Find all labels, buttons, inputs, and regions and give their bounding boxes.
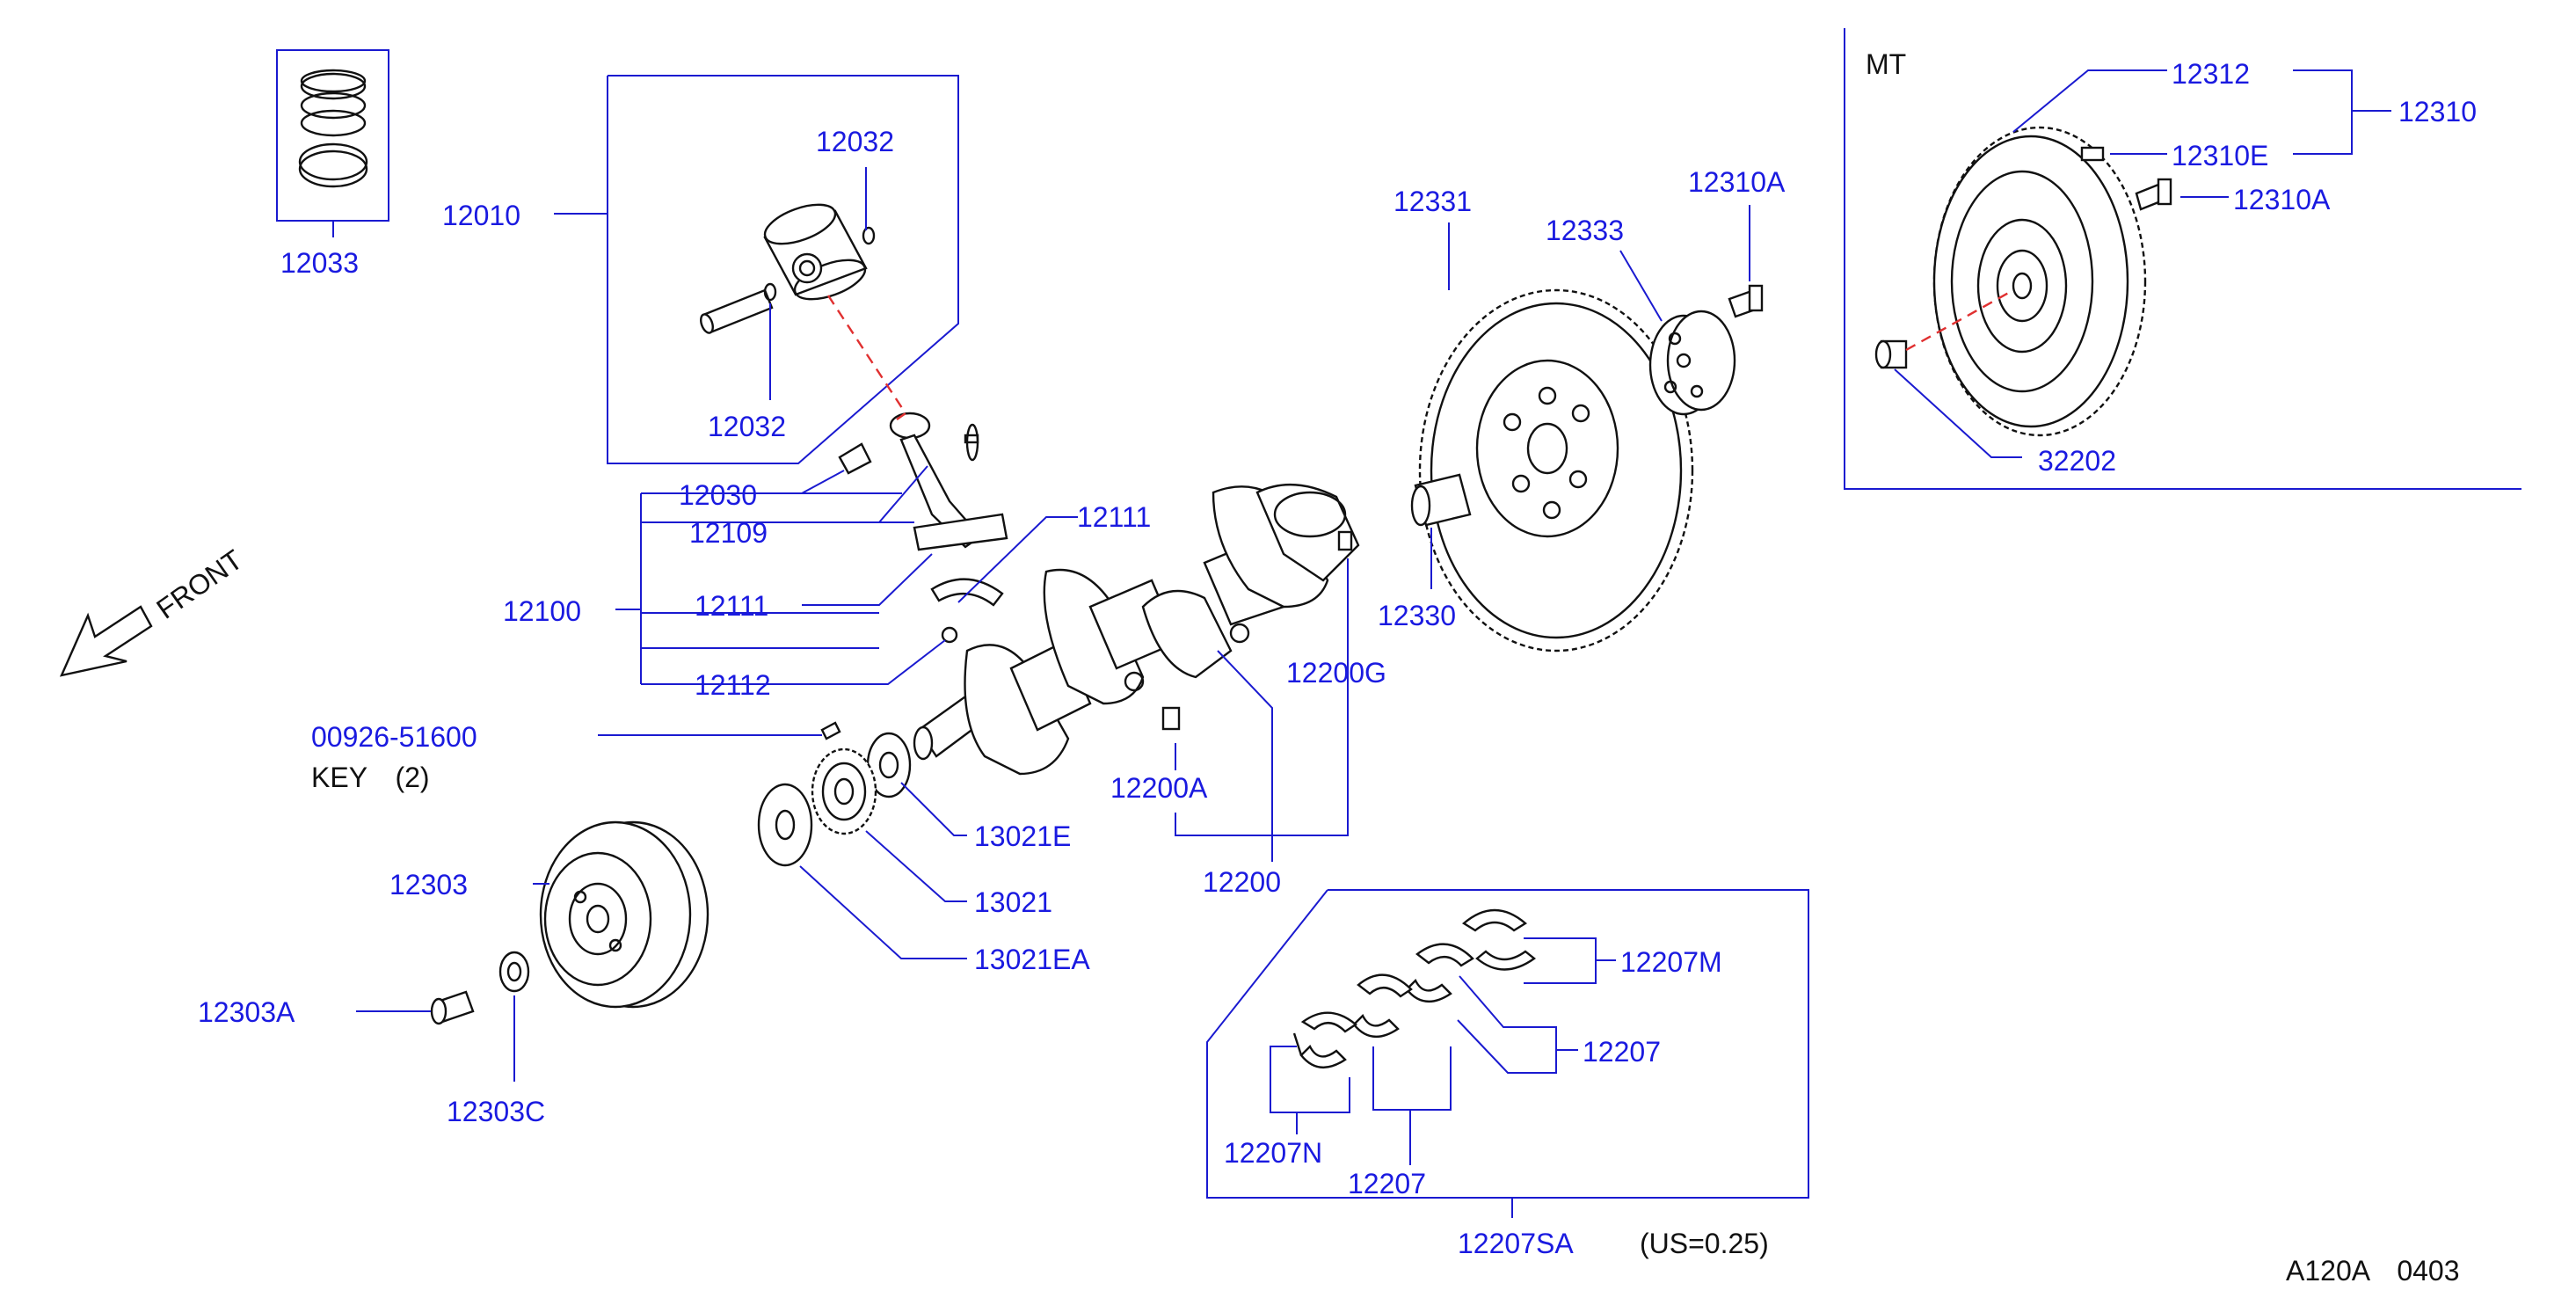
label-13021ea: 13021EA <box>974 944 1090 975</box>
us-size-label: (US=0.25) <box>1640 1228 1769 1259</box>
label-12111-left: 12111 <box>695 590 768 622</box>
label-12331: 12331 <box>1394 186 1472 217</box>
main-bearing-box <box>1206 889 1809 1199</box>
mt-pilot-bushing-icon <box>1874 339 1908 369</box>
front-label: FRONT <box>150 543 248 625</box>
crank-sprocket-icon <box>811 747 877 835</box>
label-12109: 12109 <box>689 517 768 549</box>
connecting-rod-icon <box>889 412 1008 551</box>
label-12033: 12033 <box>280 247 359 279</box>
oil-thrower-icon <box>757 783 813 867</box>
front-arrow-icon <box>59 605 153 677</box>
mt-bolt-icon <box>2135 178 2172 211</box>
flywheel-bolt-icon <box>1728 284 1764 318</box>
woodruff-key-icon <box>820 721 841 740</box>
reinforcement-plate-icon <box>1648 310 1736 416</box>
label-12310: 12310 <box>2398 96 2477 128</box>
crank-pin-icon <box>1337 530 1353 551</box>
key-qty-label: KEY (2) <box>311 762 430 793</box>
label-12330: 12330 <box>1378 600 1456 631</box>
label-12333: 12333 <box>1546 215 1624 246</box>
piston-icon <box>763 203 876 301</box>
piston-pin-icon <box>700 282 777 334</box>
label-12111-right: 12111 <box>1077 501 1151 533</box>
label-12207sa: 12207SA <box>1458 1228 1574 1259</box>
label-12207-bottom: 12207 <box>1348 1168 1426 1199</box>
label-12207-right: 12207 <box>1583 1036 1661 1068</box>
label-12032-top: 12032 <box>816 126 894 157</box>
label-12032-bottom: 12032 <box>708 411 786 442</box>
crank-plug-icon <box>1161 706 1181 731</box>
label-12303c: 12303C <box>447 1096 545 1127</box>
label-12310a-mt: 12310A <box>2233 184 2331 215</box>
label-12010: 12010 <box>442 200 520 231</box>
bearing-shell-icon <box>1292 908 1536 1068</box>
pulley-bolt-icon <box>430 990 475 1025</box>
mt-box <box>1844 28 2521 490</box>
conrod-bearing-icon <box>930 578 1004 644</box>
label-12310e: 12310E <box>2172 140 2268 171</box>
crank-pulley-icon <box>539 820 709 1009</box>
label-12200: 12200 <box>1203 866 1281 898</box>
label-12310a-mid: 12310A <box>1688 166 1786 198</box>
piston-ring-set-icon <box>276 49 389 222</box>
label-12207n: 12207N <box>1224 1137 1322 1169</box>
label-12303a: 12303A <box>198 996 295 1028</box>
label-00926-51600: 00926-51600 <box>311 721 477 753</box>
conrod-bushing-icon <box>838 442 872 475</box>
pilot-bushing-icon <box>1410 473 1472 527</box>
label-12303: 12303 <box>389 869 468 900</box>
label-12312: 12312 <box>2172 58 2250 90</box>
label-13021: 13021 <box>974 886 1052 918</box>
piston-assembly-box <box>607 75 959 464</box>
pulley-washer-icon <box>498 951 530 993</box>
mt-label: MT <box>1866 48 1906 80</box>
label-12200a: 12200A <box>1110 772 1208 804</box>
flywheel-icon <box>1418 288 1694 652</box>
label-12112: 12112 <box>695 669 771 701</box>
mt-dowel-icon <box>2080 146 2105 162</box>
diagram-code: A120A 0403 <box>2286 1255 2460 1287</box>
label-13021e: 13021E <box>974 820 1071 852</box>
mt-flywheel-icon <box>1932 126 2147 437</box>
label-32202: 32202 <box>2038 445 2116 477</box>
label-12100: 12100 <box>503 595 581 627</box>
label-12030: 12030 <box>679 479 757 511</box>
label-12207m: 12207M <box>1620 946 1722 978</box>
crankshaft-icon <box>913 484 1360 776</box>
label-12200g: 12200G <box>1286 657 1386 689</box>
